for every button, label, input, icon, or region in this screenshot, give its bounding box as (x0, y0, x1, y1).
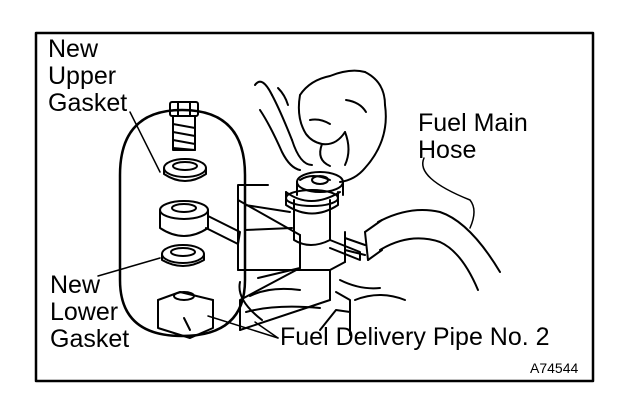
lower-gasket-leader (97, 257, 161, 277)
hand-drawing (254, 69, 387, 183)
label-new-upper-gasket: New Upper Gasket (48, 36, 127, 117)
figure-code: A74544 (530, 360, 579, 376)
label-line: Lower (50, 298, 119, 326)
label-fuel-main-hose: Fuel Main Hose (418, 110, 528, 164)
label-line: Upper (48, 62, 117, 90)
hose-leader-line (422, 157, 475, 229)
label-fuel-delivery-pipe: Fuel Delivery Pipe No. 2 (280, 323, 550, 351)
upper-gasket-part (163, 158, 207, 182)
callout-connector (244, 204, 291, 213)
label-line: New (50, 271, 101, 299)
label-line: Fuel Main (418, 109, 528, 137)
lower-base-part (157, 291, 214, 339)
fuel-delivery-pipe-shape (285, 171, 361, 261)
label-line: New (48, 35, 99, 63)
callout-pill (118, 108, 247, 338)
fuel-main-hose-shape (344, 209, 501, 291)
callout-connector-2 (244, 227, 293, 231)
label-line: Hose (418, 136, 477, 164)
outer-border (34, 31, 595, 383)
label-line: Gasket (48, 89, 128, 117)
label-line: Gasket (50, 325, 130, 353)
pipe-leader-b (207, 315, 279, 339)
union-fitting-part (159, 200, 241, 245)
lower-gasket-part (161, 244, 205, 267)
upper-gasket-leader (129, 111, 161, 173)
bolt-part (169, 101, 199, 151)
label-new-lower-gasket: New Lower Gasket (50, 272, 129, 353)
pipe-leader-a (254, 321, 279, 339)
